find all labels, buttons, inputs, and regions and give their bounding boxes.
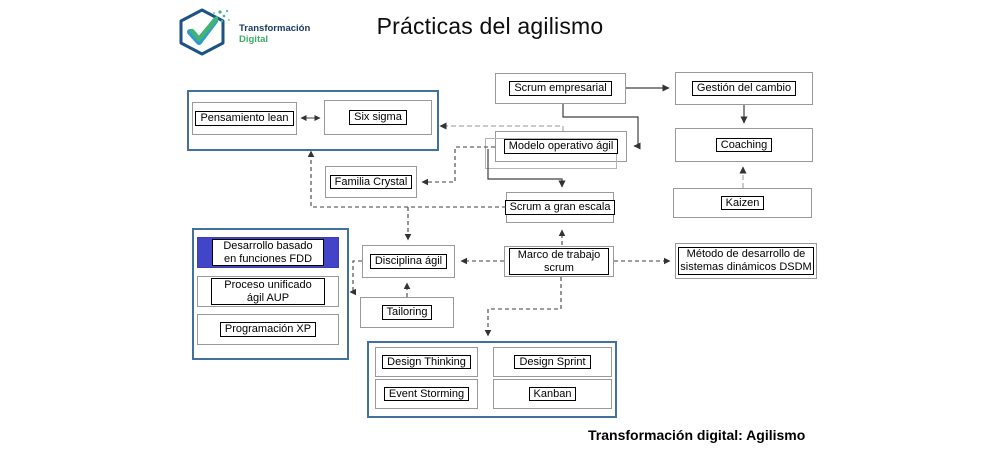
edge-marcoscrum-designgroup — [484, 277, 562, 337]
node-modelo-operativo-agil-label: Modelo operativo ágil — [503, 139, 619, 154]
edge-disciplinaagil-fddgroup — [349, 260, 362, 296]
node-gestion-del-cambio: Gestión del cambio — [675, 72, 813, 105]
logo-line2: Digital — [239, 34, 269, 45]
node-design-thinking-label: Design Thinking — [382, 354, 471, 370]
node-disciplina-agil: Disciplina ágil — [362, 245, 455, 278]
node-tailoring-label: Tailoring — [381, 305, 433, 320]
node-coaching: Coaching — [675, 128, 813, 162]
node-design-sprint: Design Sprint — [493, 347, 612, 377]
node-aup-label: Proceso unificado ágil AUP — [211, 277, 325, 306]
node-six-sigma-label: Six sigma — [349, 110, 407, 125]
node-aup: Proceso unificado ágil AUP — [197, 276, 339, 307]
node-scrum-a-gran-escala-label: Scrum a gran escala — [504, 200, 616, 215]
node-event-storming: Event Storming — [375, 379, 478, 409]
node-kaizen: Kaizen — [673, 188, 812, 218]
node-gestion-del-cambio-label: Gestión del cambio — [691, 81, 797, 96]
node-six-sigma: Six sigma — [324, 100, 432, 135]
node-familia-crystal: Familia Crystal — [325, 166, 417, 198]
node-tailoring: Tailoring — [360, 297, 454, 328]
node-pensamiento-lean-label: Pensamiento lean — [195, 111, 294, 126]
node-dsdm: Método de desarrollo de sistemas dinámic… — [675, 243, 817, 279]
node-kanban: Kanban — [493, 379, 612, 409]
node-scrum-a-gran-escala: Scrum a gran escala — [504, 192, 616, 223]
node-fdd: Desarrollo basado en funciones FDD — [197, 237, 339, 268]
node-pensamiento-lean: Pensamiento lean — [192, 102, 297, 135]
node-marco-de-trabajo-scrum-label: Marco de trabajo scrum — [509, 247, 609, 276]
node-design-sprint-label: Design Sprint — [514, 354, 591, 370]
node-fdd-label: Desarrollo basado en funciones FDD — [212, 238, 324, 267]
group-fdd-aup-xp — [192, 228, 349, 360]
node-dsdm-label: Método de desarrollo de sistemas dinámic… — [678, 247, 814, 275]
node-coaching-label: Coaching — [715, 137, 773, 153]
node-scrum-empresarial-label: Scrum empresarial — [509, 81, 612, 96]
group-design-practices — [367, 341, 617, 418]
logo-line1: Transformación — [239, 22, 311, 34]
node-programacion-xp-label: Programación XP — [219, 322, 317, 337]
node-kanban-label: Kanban — [528, 386, 577, 402]
node-design-thinking: Design Thinking — [375, 347, 478, 377]
node-modelo-operativo-agil: Modelo operativo ágil — [485, 131, 627, 169]
node-event-storming-label: Event Storming — [383, 386, 470, 402]
footer-caption: Transformación digital: Agilismo — [588, 427, 806, 443]
group-lean-sixsigma — [187, 90, 439, 151]
node-scrum-empresarial: Scrum empresarial — [495, 73, 626, 104]
node-marco-de-trabajo-scrum: Marco de trabajo scrum — [504, 246, 614, 277]
logo: Transformación Digital — [176, 8, 310, 56]
logo-text: Transformación Digital — [239, 23, 310, 46]
node-programacion-xp: Programación XP — [197, 314, 339, 345]
node-kaizen-label: Kaizen — [720, 195, 765, 211]
page-title: Prácticas del agilismo — [376, 13, 604, 39]
node-familia-crystal-label: Familia Crystal — [329, 174, 413, 190]
node-disciplina-agil-label: Disciplina ágil — [369, 254, 448, 269]
transformacion-digital-logo-icon — [179, 8, 230, 56]
